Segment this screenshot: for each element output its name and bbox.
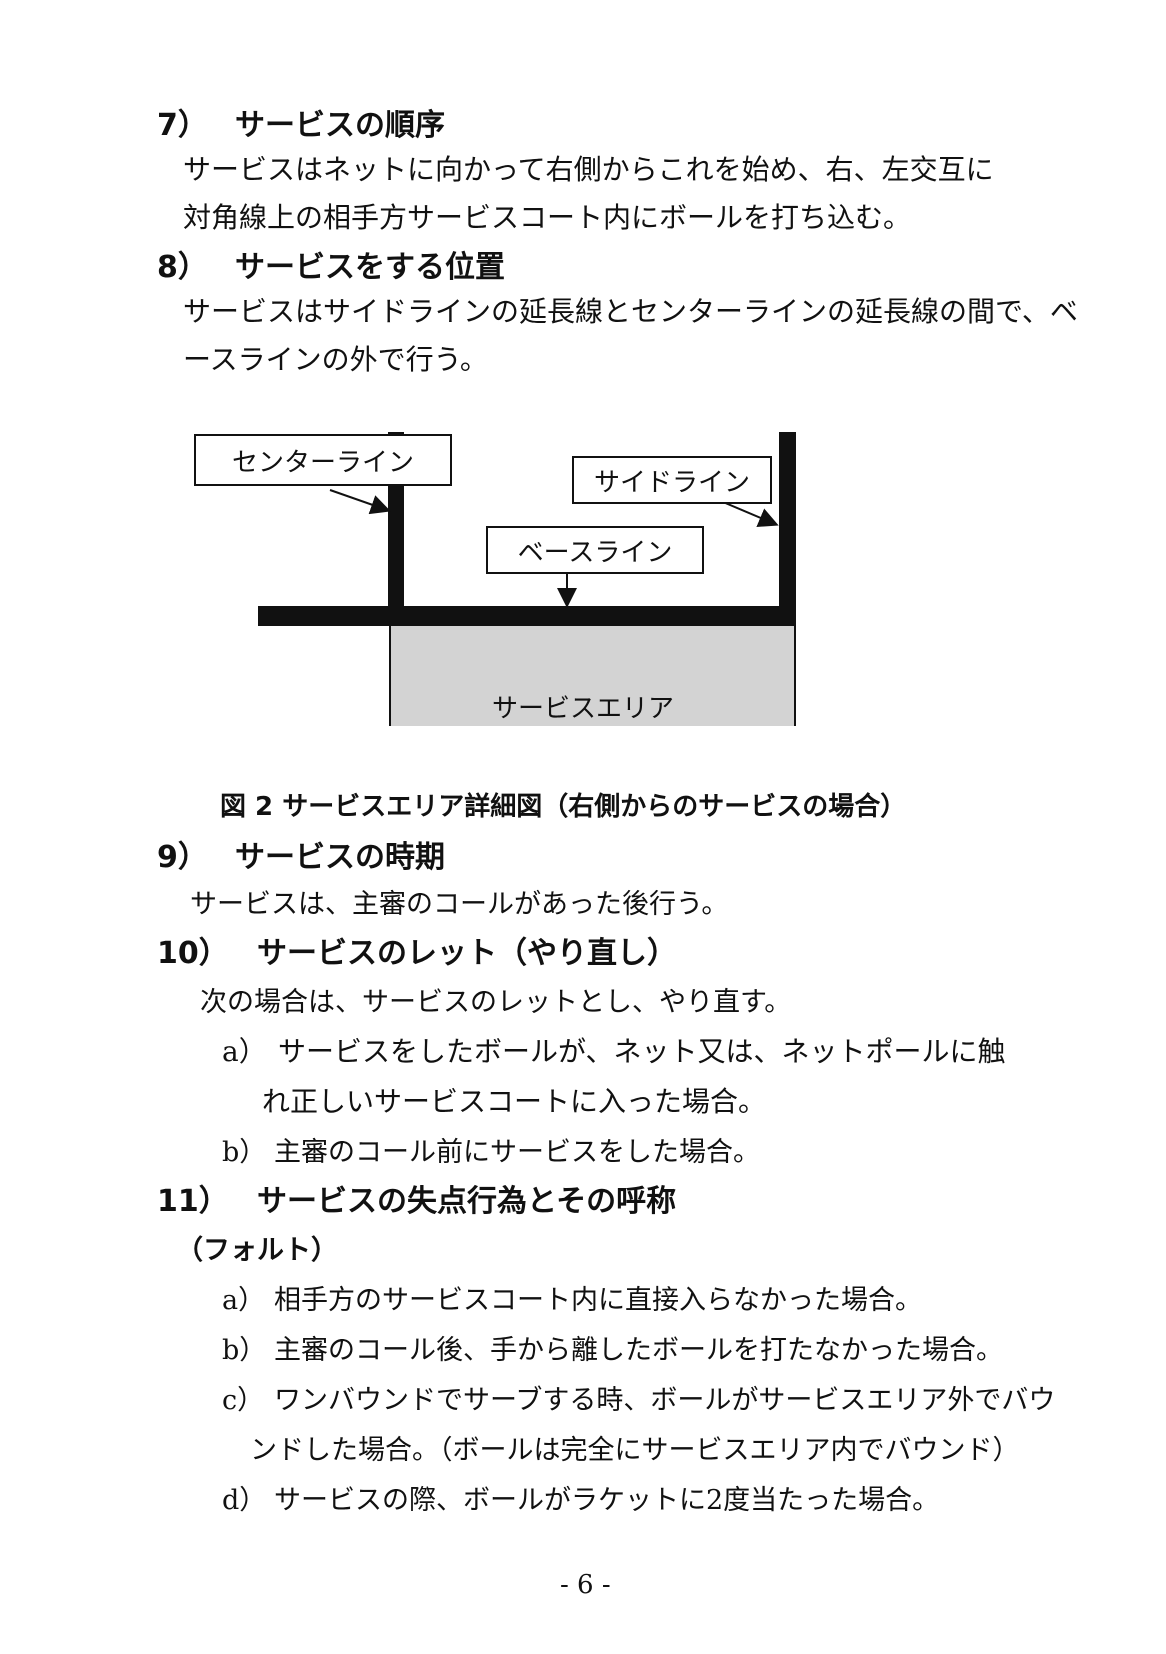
section-10-title: サービスのレット（やり直し） bbox=[257, 936, 677, 971]
section-7-line-1: サービスはネットに向かって右側からこれを始め、右、左交互に bbox=[183, 153, 994, 186]
figure-caption: 図 2 サービスエリア詳細図（右側からのサービスの場合） bbox=[220, 792, 907, 822]
section-10-item-a-mark: a） bbox=[222, 1035, 267, 1068]
section-11-number: 11） bbox=[157, 1184, 229, 1219]
service-area-label: サービスエリア bbox=[492, 694, 675, 724]
section-10-item-b-mark: b） bbox=[222, 1137, 267, 1168]
section-9-number: 9） bbox=[157, 840, 208, 875]
section-9-heading: 9） サービスの時期 bbox=[157, 832, 445, 876]
section-11-title: サービスの失点行為とその呼称 bbox=[257, 1184, 677, 1219]
section-11-item-a: a） 相手方のサービスコート内に直接入らなかった場合。 bbox=[222, 1278, 922, 1317]
section-8-line-2: ースラインの外で行う。 bbox=[183, 343, 488, 376]
center-line-arrow bbox=[329, 489, 391, 515]
section-10-intro: 次の場合は、サービスのレットとし、やり直す。 bbox=[200, 987, 792, 1018]
section-11-item-d-text: サービスの際、ボールがラケットに2度当たった場合。 bbox=[274, 1485, 940, 1516]
section-10-heading: 10） サービスのレット（やり直し） bbox=[157, 928, 677, 972]
section-11-item-b-mark: b） bbox=[222, 1335, 267, 1366]
section-11-subheading: （フォルト） bbox=[176, 1235, 338, 1266]
section-11-item-c: c） ワンバウンドでサーブする時、ボールがサービスエリア外でバウ bbox=[222, 1378, 1055, 1417]
section-8-heading: 8） サービスをする位置 bbox=[157, 242, 505, 286]
section-10-number: 10） bbox=[157, 936, 229, 971]
section-7-title: サービスの順序 bbox=[235, 108, 445, 143]
service-area-fill bbox=[390, 626, 795, 726]
section-11-item-c-text: ワンバウンドでサーブする時、ボールがサービスエリア外でバウ bbox=[274, 1385, 1056, 1416]
side-line-bar bbox=[779, 432, 796, 626]
section-7-heading: 7） サービスの順序 bbox=[157, 100, 445, 144]
section-8-line-1: サービスはサイドラインの延長線とセンターラインの延長線の間で、ベ bbox=[183, 295, 1078, 328]
section-11-heading: 11） サービスの失点行為とその呼称 bbox=[157, 1176, 676, 1220]
base-line-label: ベースライン bbox=[486, 526, 704, 574]
section-7-number: 7） bbox=[157, 108, 208, 143]
section-10-item-a-text: サービスをしたボールが、ネット又は、ネットポールに触 bbox=[278, 1035, 1006, 1068]
section-11-item-a-mark: a） bbox=[222, 1285, 266, 1316]
section-11-item-d-mark: d） bbox=[222, 1485, 267, 1516]
section-8-title: サービスをする位置 bbox=[235, 250, 505, 285]
section-11-item-c-line-2: ンドした場合。（ボールは完全にサービスエリア内でバウンド） bbox=[250, 1435, 1020, 1466]
section-11-item-d: d）サービスの際、ボールがラケットに2度当たった場合。 bbox=[222, 1478, 939, 1517]
section-9-line-1: サービスは、主審のコールがあった後行う。 bbox=[190, 889, 729, 920]
section-11-item-b-text: 主審のコール後、手から離したボールを打たなかった場合。 bbox=[274, 1335, 1003, 1366]
section-10-item-b: b）主審のコール前にサービスをした場合。 bbox=[222, 1130, 760, 1169]
section-8-number: 8） bbox=[157, 250, 208, 285]
base-line-bar bbox=[258, 606, 796, 626]
section-11-item-b: b）主審のコール後、手から離したボールを打たなかった場合。 bbox=[222, 1328, 1003, 1367]
section-11-item-a-text: 相手方のサービスコート内に直接入らなかった場合。 bbox=[274, 1285, 922, 1316]
center-line-bar bbox=[388, 432, 404, 626]
side-line-arrow bbox=[722, 501, 779, 527]
section-11-item-c-mark: c） bbox=[222, 1385, 265, 1416]
section-10-item-a: a） サービスをしたボールが、ネット又は、ネットポールに触 bbox=[222, 1030, 1005, 1070]
section-10-item-a-line-2: れ正しいサービスコートに入った場合。 bbox=[262, 1085, 767, 1118]
page-number: - 6 - bbox=[560, 1570, 611, 1600]
section-7-line-2: 対角線上の相手方サービスコート内にボールを打ち込む。 bbox=[183, 201, 912, 234]
section-10-item-b-text: 主審のコール前にサービスをした場合。 bbox=[274, 1137, 760, 1168]
center-line-label: センターライン bbox=[194, 434, 452, 486]
side-line-label: サイドライン bbox=[572, 456, 772, 504]
section-9-title: サービスの時期 bbox=[235, 840, 445, 875]
